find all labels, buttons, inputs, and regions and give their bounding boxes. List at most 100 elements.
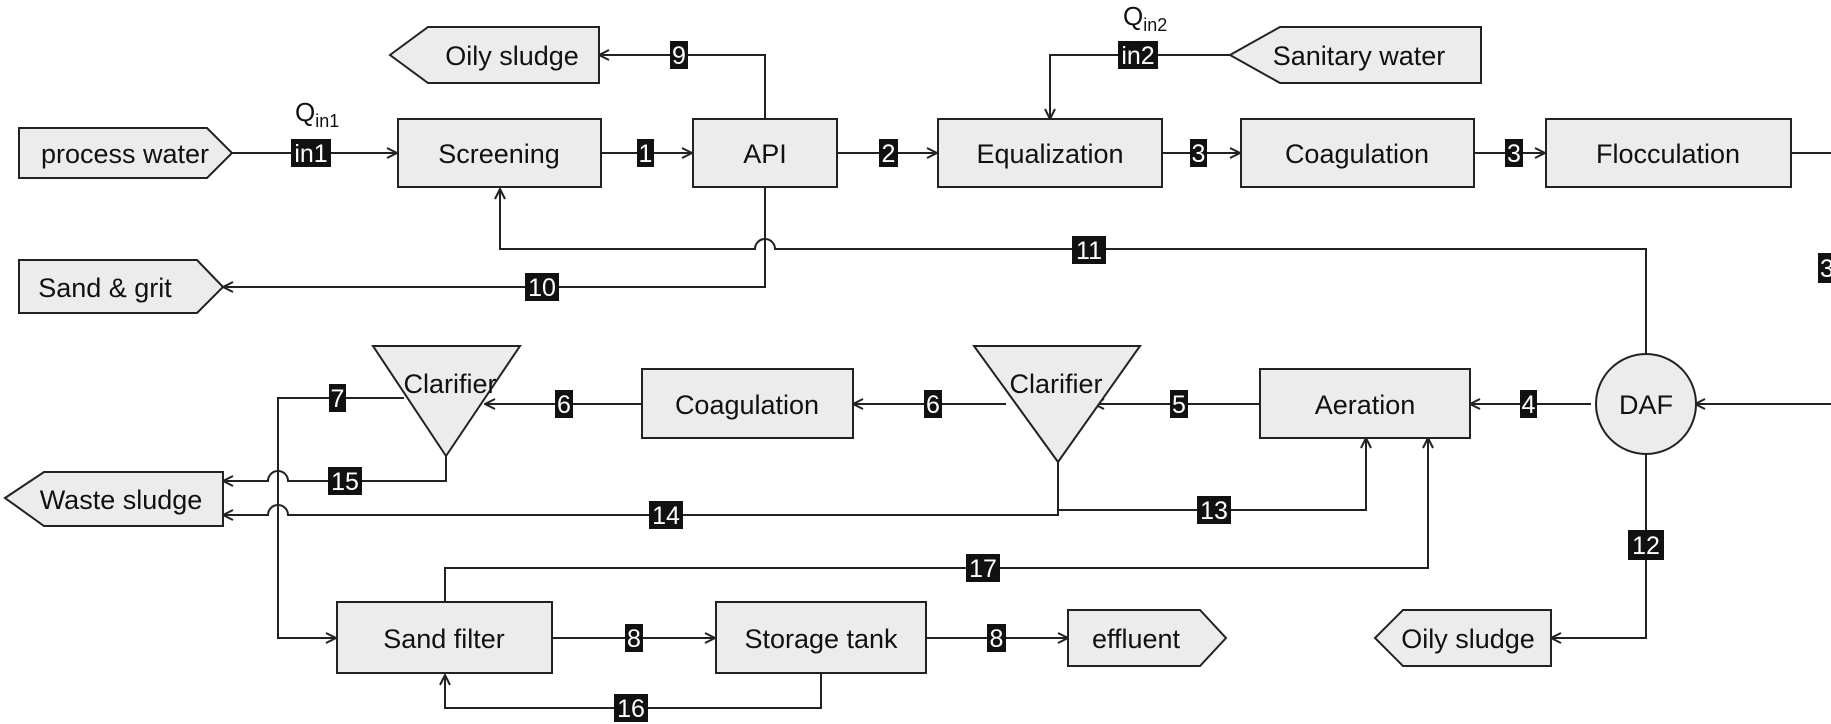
stream-tag-14: 14 <box>649 501 683 530</box>
sand-grit-node: Sand & grit <box>18 259 225 314</box>
svg-text:6: 6 <box>557 391 571 419</box>
stream-tag-15: 15 <box>328 467 362 496</box>
storage-tank-label: Storage tank <box>744 624 898 654</box>
coagulation-bottom-box: Coagulation <box>641 368 854 439</box>
stream-tag-in2: in2 <box>1118 41 1158 70</box>
daf-node: DAF <box>1595 353 1697 455</box>
process-water-node: process water <box>18 127 234 179</box>
clarifier-right-node: Clarifier <box>972 345 1142 464</box>
storage-tank-box: Storage tank <box>715 601 927 674</box>
equalization-box: Equalization <box>937 118 1163 188</box>
stream-11-line <box>500 189 1647 361</box>
stream-17-line <box>444 438 1428 602</box>
equalization-label: Equalization <box>976 139 1123 169</box>
clarifier-left-label: Clarifier <box>403 369 496 399</box>
sand-filter-box: Sand filter <box>336 601 553 674</box>
stream-tag-1: 1 <box>637 139 654 168</box>
stream-tag-8b: 8 <box>987 624 1006 653</box>
stream-tag-10: 10 <box>525 273 559 302</box>
stream-tag-in1: in1 <box>291 139 331 168</box>
effluent-label: effluent <box>1092 624 1181 654</box>
stream-tag-11: 11 <box>1072 236 1106 265</box>
waste-sludge-node: Waste sludge <box>3 471 224 527</box>
stream-10-line <box>223 187 766 287</box>
coagulation-top-box: Coagulation <box>1240 118 1475 188</box>
stream-tag-3c: 3 <box>1818 253 1831 283</box>
svg-text:1: 1 <box>639 140 653 168</box>
stream-12-line <box>1551 453 1647 638</box>
stream-tag-5: 5 <box>1170 390 1188 419</box>
stream-3c-line <box>1695 152 1831 404</box>
svg-text:12: 12 <box>1632 532 1660 560</box>
stream-tag-6b: 6 <box>555 390 573 419</box>
oily-sludge-bottom-node: Oily sludge <box>1373 609 1552 667</box>
process-water-label: process water <box>41 139 209 169</box>
svg-text:13: 13 <box>1200 497 1228 525</box>
screening-box: Screening <box>397 118 602 188</box>
coagulation-bottom-label: Coagulation <box>675 390 819 420</box>
effluent-node: effluent <box>1067 609 1228 667</box>
stream-tag-8a: 8 <box>625 624 643 653</box>
clarifier-left-node: Clarifier <box>371 345 522 458</box>
svg-text:in1: in1 <box>294 140 327 168</box>
svg-text:6: 6 <box>926 391 940 419</box>
svg-text:16: 16 <box>617 695 645 723</box>
stream-15-line <box>223 456 447 481</box>
svg-text:4: 4 <box>1522 391 1536 419</box>
svg-text:9: 9 <box>672 42 686 70</box>
stream-tag-7: 7 <box>329 384 346 413</box>
svg-text:7: 7 <box>331 385 345 413</box>
flocculation-box: Flocculation <box>1545 118 1792 188</box>
svg-text:8: 8 <box>627 625 641 653</box>
stream-tag-16: 16 <box>614 694 648 723</box>
svg-text:5: 5 <box>1172 391 1186 419</box>
stream-9-line <box>599 55 766 119</box>
stream-tag-17: 17 <box>966 554 1000 583</box>
stream-tag-2: 2 <box>879 139 898 168</box>
clarifier-right-label: Clarifier <box>1009 369 1102 399</box>
nodes: process water Sanitary water Oily sludge… <box>3 26 1792 674</box>
svg-text:3: 3 <box>1820 255 1831 283</box>
svg-text:3: 3 <box>1507 140 1521 168</box>
screening-label: Screening <box>438 139 560 169</box>
stream-tag-3b: 3 <box>1505 139 1523 168</box>
svg-text:8: 8 <box>990 625 1004 653</box>
stream-in2-line <box>1050 54 1230 119</box>
stream-14-line <box>223 462 1059 515</box>
stream-tag-9: 9 <box>670 41 688 70</box>
daf-label: DAF <box>1619 390 1673 420</box>
svg-text:15: 15 <box>331 468 359 496</box>
sand-filter-label: Sand filter <box>383 624 505 654</box>
stream-tag-13: 13 <box>1197 496 1231 525</box>
waste-sludge-label: Waste sludge <box>40 485 203 515</box>
svg-text:14: 14 <box>652 502 680 530</box>
stream-tag-6a: 6 <box>924 390 942 419</box>
svg-text:17: 17 <box>969 555 997 583</box>
inflow-labels: Qin1 Qin2 <box>295 1 1167 131</box>
stream-tag-3a: 3 <box>1190 139 1207 168</box>
oily-sludge-top-node: Oily sludge <box>388 26 600 84</box>
svg-text:3: 3 <box>1192 140 1206 168</box>
coagulation-top-label: Coagulation <box>1285 139 1429 169</box>
oily-sludge-bottom-label: Oily sludge <box>1401 624 1535 654</box>
stream-tag-4: 4 <box>1520 390 1537 419</box>
flocculation-label: Flocculation <box>1596 139 1740 169</box>
sand-grit-label: Sand & grit <box>38 273 172 303</box>
svg-text:11: 11 <box>1076 237 1102 265</box>
svg-text:2: 2 <box>882 140 896 168</box>
q-in1-label: Qin1 <box>295 97 339 131</box>
svg-text:in2: in2 <box>1121 42 1154 70</box>
stream-tag-12: 12 <box>1628 530 1664 560</box>
api-label: API <box>743 139 787 169</box>
sanitary-water-node: Sanitary water <box>1227 26 1482 84</box>
stream-tags: in1 in2 1 2 3 3 3 9 10 11 4 5 6 6 7 15 1… <box>291 41 1831 723</box>
stream-13-line <box>1058 438 1366 511</box>
aeration-box: Aeration <box>1259 368 1471 439</box>
svg-text:10: 10 <box>528 274 556 302</box>
sanitary-water-label: Sanitary water <box>1273 41 1446 71</box>
q-in2-label: Qin2 <box>1123 1 1167 35</box>
api-box: API <box>692 118 838 188</box>
aeration-label: Aeration <box>1315 390 1416 420</box>
oily-sludge-top-label: Oily sludge <box>445 41 579 71</box>
